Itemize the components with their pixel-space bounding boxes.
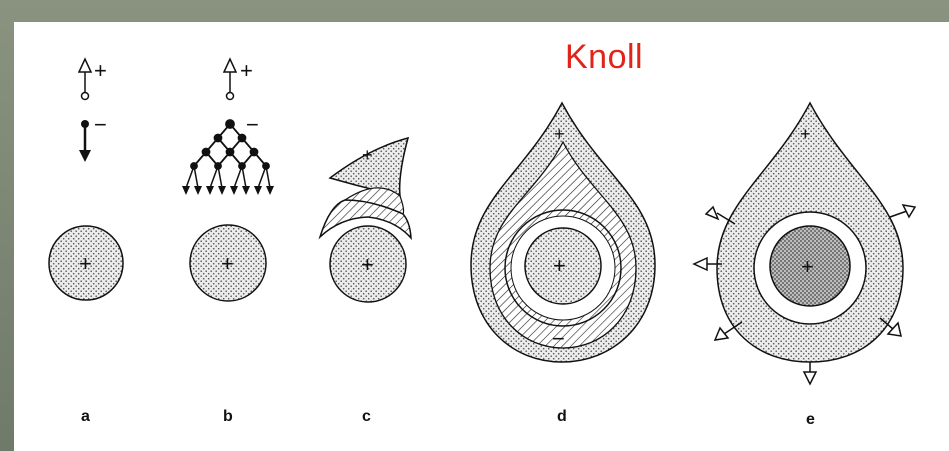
plus-sign: + [801, 254, 814, 279]
plus-sign: + [221, 251, 234, 276]
plus-sign: + [362, 145, 373, 165]
plus-sign: + [79, 251, 92, 276]
minus-sign: − [94, 112, 107, 137]
plus-sign: + [240, 58, 253, 83]
panel-b: + [182, 58, 274, 301]
plus-sign: + [554, 124, 565, 144]
panel-label-c: c [362, 408, 371, 426]
plus-sign: + [553, 253, 566, 278]
plus-sign: + [800, 124, 811, 144]
panel-e: + + [694, 103, 915, 384]
panel-c: + + [320, 138, 411, 302]
open-arrow-up-icon [224, 59, 236, 100]
plus-sign: + [361, 252, 374, 277]
minus-sign: − [246, 112, 259, 137]
plus-sign: + [94, 58, 107, 83]
filled-arrow-down-icon [79, 120, 91, 162]
branching-tree-icon [182, 120, 274, 195]
panel-d: + + − [471, 103, 655, 362]
minus-sign: − [552, 326, 565, 351]
panel-label-d: d [557, 408, 567, 426]
panel-a: + − + [49, 58, 123, 300]
panel-label-a: a [81, 408, 90, 426]
panel-label-e: e [806, 411, 815, 429]
open-arrow-up-icon [79, 59, 91, 100]
panel-label-b: b [223, 408, 233, 426]
